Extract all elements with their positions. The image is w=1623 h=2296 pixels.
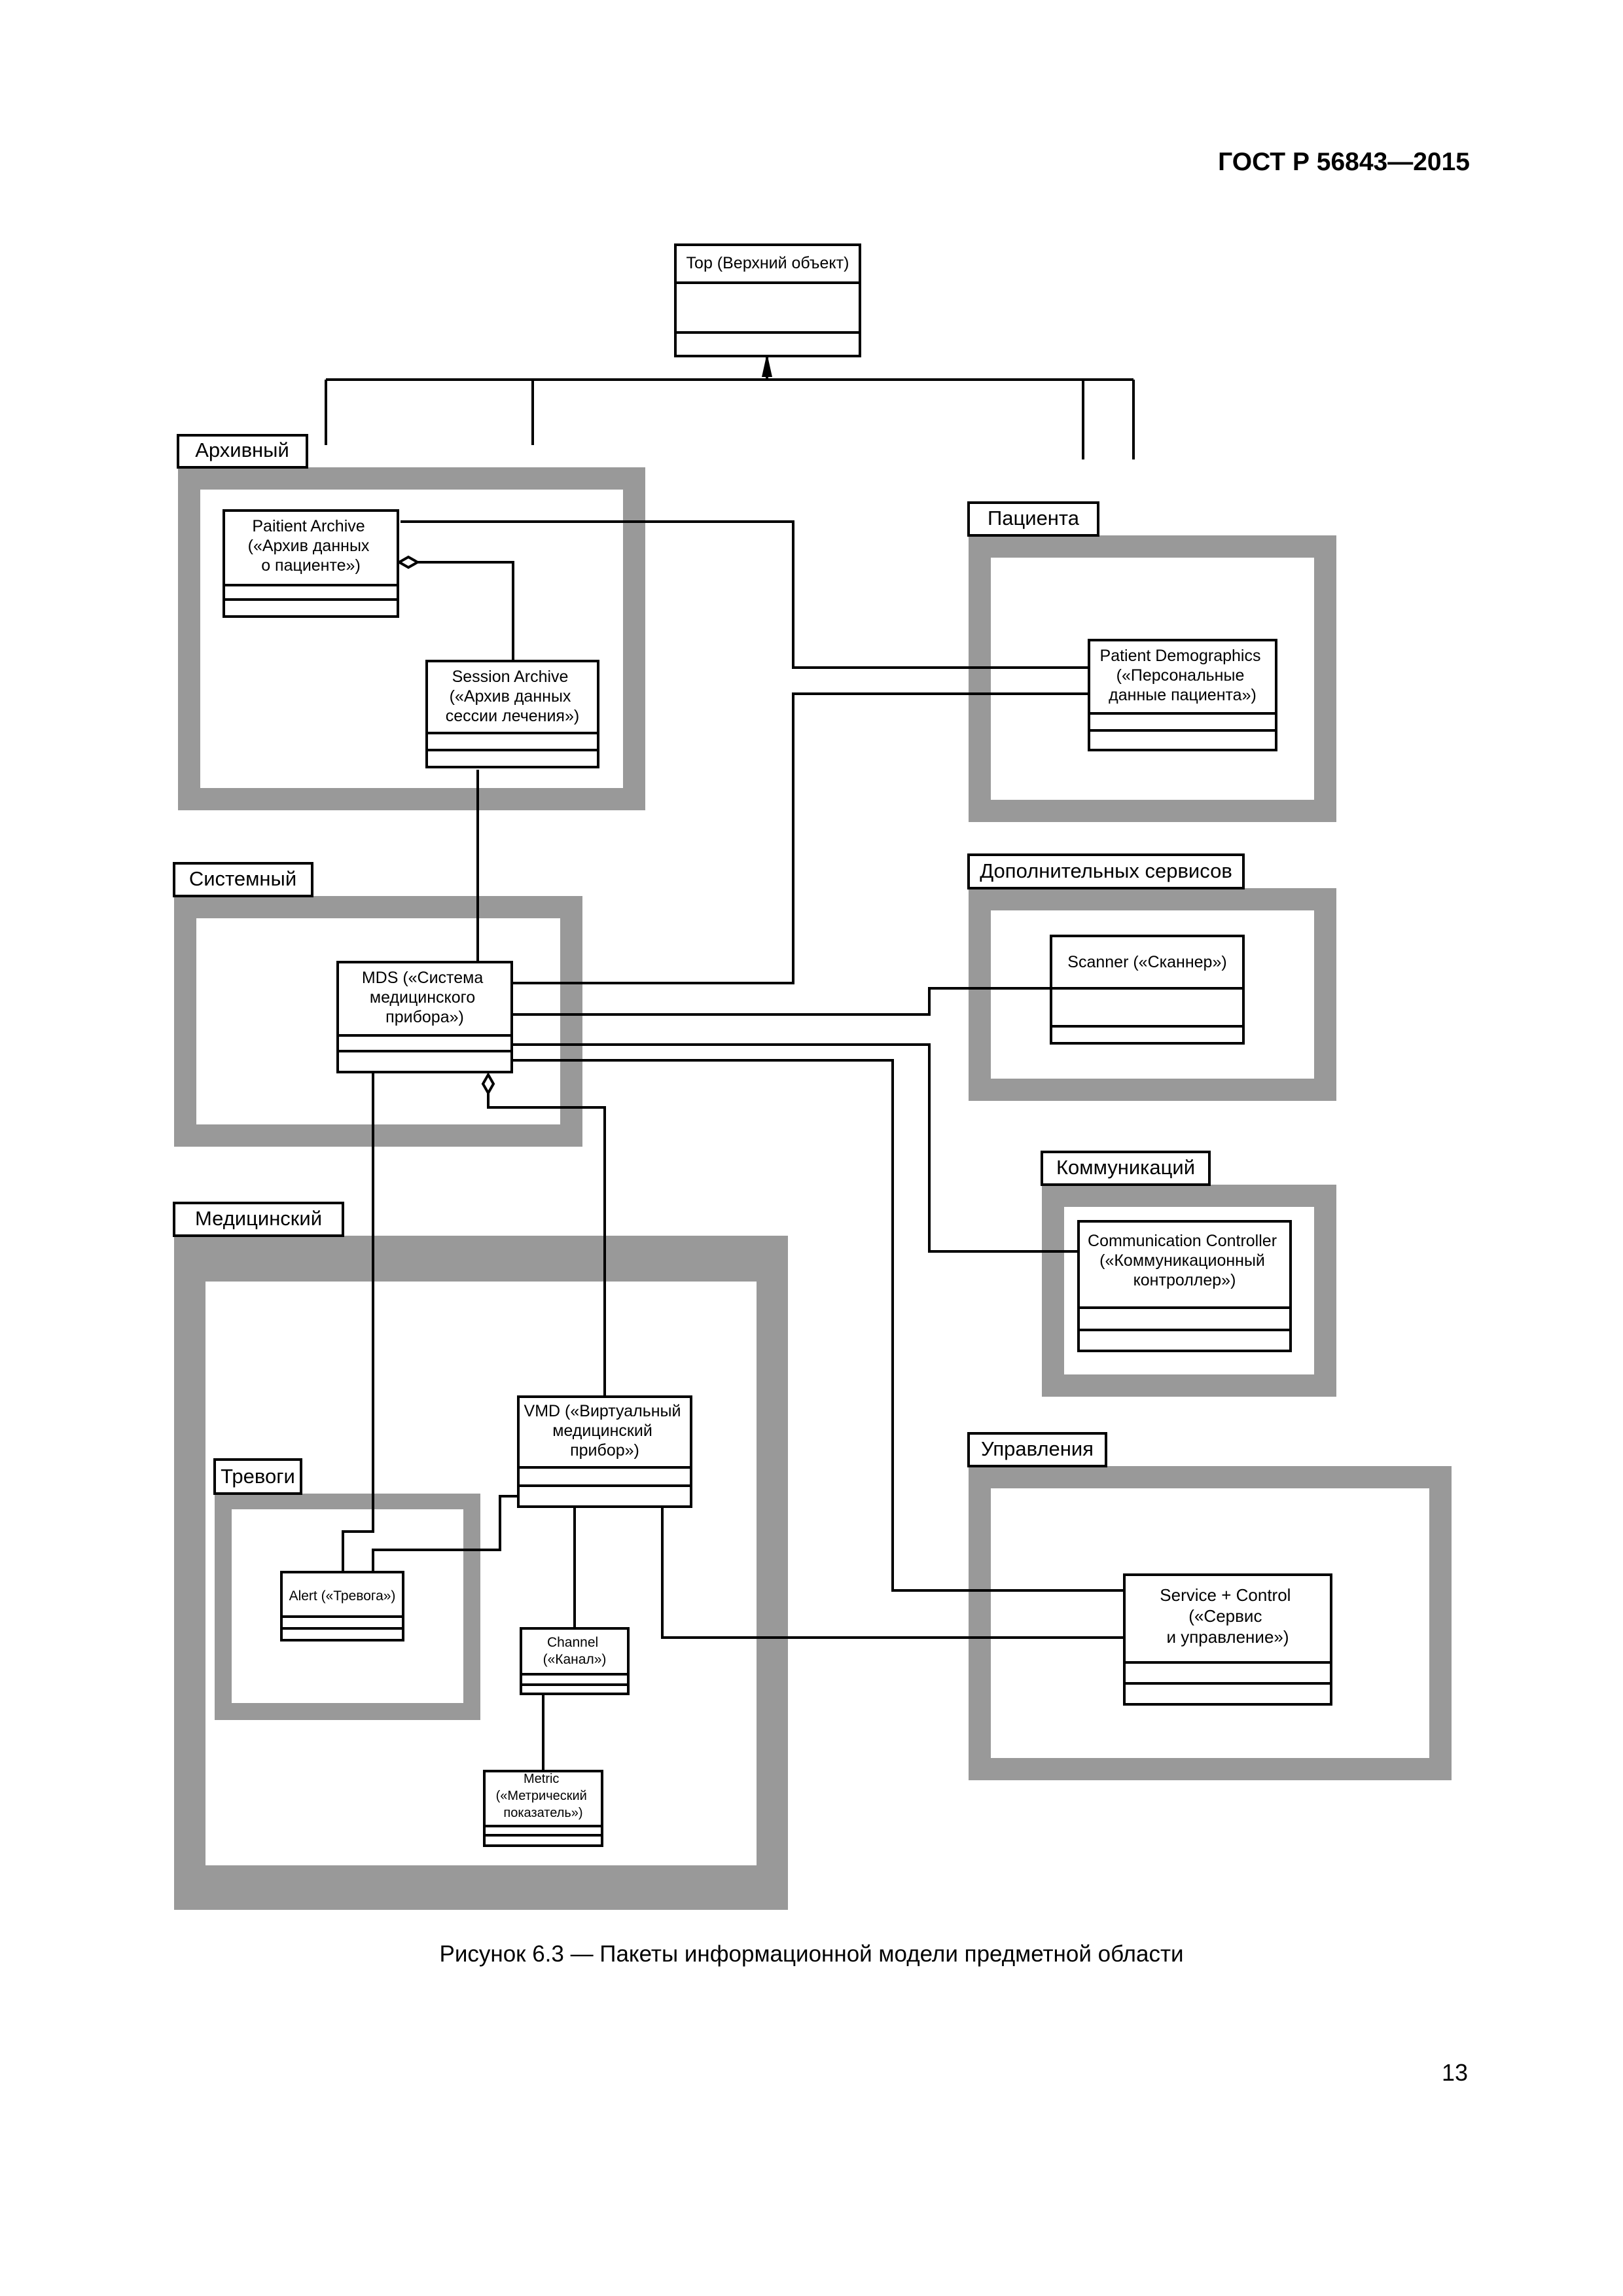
package-control: Управления — [967, 1432, 1452, 1780]
package-frame — [969, 888, 1336, 1101]
class-box — [520, 1627, 630, 1695]
inheritance-tree-line — [325, 357, 1135, 459]
class-name: Session Archive («Архив данных сессии ле… — [446, 668, 579, 725]
package-label: Тревоги — [221, 1465, 295, 1488]
class-name: Top (Верхний объект) — [687, 254, 849, 272]
association-line — [512, 692, 1089, 984]
package-medical: Медицинский — [173, 1202, 788, 1910]
aggregation-diamond — [481, 1071, 495, 1096]
class-communication-controller: Communication Controller («Коммуникацион… — [1077, 1220, 1292, 1352]
association-line — [512, 1043, 1079, 1253]
class-box — [674, 243, 861, 357]
package-label: Системный — [189, 867, 296, 890]
class-name: Scanner («Сканнер») — [1067, 953, 1226, 971]
association-line — [342, 1073, 374, 1572]
class-name: VMD («Виртуальный медицинский прибор») — [524, 1402, 686, 1460]
class-name: Patient Demographics («Персональные данн… — [1100, 647, 1266, 704]
class-mds: MDS («Система медицинского прибора») — [336, 961, 513, 1073]
package-tab — [173, 1202, 344, 1237]
class-name: Alert («Тревога») — [289, 1588, 396, 1604]
package-tab — [213, 1458, 302, 1495]
document-standard-header: ГОСТ Р 56843—2015 — [1218, 148, 1470, 176]
compartment-divider — [1051, 987, 1243, 1028]
class-patient-archive: Paitient Archive («Архив данных о пациен… — [223, 509, 399, 618]
class-session-archive: Session Archive («Архив данных сессии ле… — [425, 660, 599, 768]
package-tab — [177, 434, 308, 469]
class-alert: Alert («Тревога») — [280, 1571, 404, 1641]
class-box — [517, 1395, 692, 1508]
compartment-divider — [1079, 1306, 1291, 1331]
package-tab — [173, 862, 313, 897]
class-name: Channel («Канал») — [543, 1635, 607, 1667]
class-patient-demographics: Patient Demographics («Персональные данн… — [1088, 639, 1277, 751]
package-alerts: Тревоги — [213, 1458, 480, 1720]
class-vmd: VMD («Виртуальный медицинский прибор») — [517, 1395, 692, 1508]
class-box — [483, 1770, 603, 1847]
aggregation-line — [418, 561, 514, 661]
class-box — [280, 1571, 404, 1641]
class-channel: Channel («Канал») — [520, 1627, 630, 1695]
package-tab — [967, 853, 1245, 889]
page-number: 13 — [1441, 2059, 1468, 2086]
connector-lines — [325, 353, 1135, 1771]
class-service-control: Service + Control («Сервис и управление»… — [1123, 1573, 1332, 1706]
association-line — [401, 520, 1089, 669]
class-box — [336, 961, 513, 1073]
class-metric: Metric («Метрический показатель») — [483, 1770, 603, 1847]
class-name: Communication Controller («Коммуникацион… — [1088, 1232, 1281, 1289]
compartment-divider — [484, 1825, 602, 1837]
association-line — [372, 1495, 518, 1572]
package-label: Архивный — [195, 439, 289, 461]
package-label: Дополнительных сервисов — [980, 859, 1232, 882]
figure-caption: Рисунок 6.3 — Пакеты информационной моде… — [439, 1941, 1184, 1967]
package-frame — [174, 1236, 788, 1910]
class-scanner: Scanner («Сканнер») — [1050, 935, 1245, 1045]
class-name: MDS («Система медицинского прибора») — [362, 969, 488, 1026]
package-tab — [1041, 1151, 1211, 1186]
association-line — [661, 1507, 1124, 1639]
package-system: Системный — [173, 862, 582, 1147]
compartment-divider — [521, 1673, 628, 1686]
compartment-divider — [338, 1034, 512, 1052]
package-label: Коммуникаций — [1056, 1156, 1195, 1179]
compartment-divider — [518, 1466, 691, 1487]
compartment-divider — [281, 1615, 403, 1630]
class-name: Metric («Метрический показатель») — [496, 1772, 591, 1820]
package-frame — [1042, 1185, 1336, 1397]
compartment-divider — [1089, 712, 1276, 732]
package-tab — [967, 1432, 1107, 1467]
association-line — [512, 987, 1051, 1016]
class-name: Service + Control («Сервис и управление»… — [1160, 1585, 1295, 1647]
package-extended-services: Дополнительных сервисов — [967, 853, 1336, 1101]
inheritance-arrowhead — [762, 353, 772, 377]
compartment-divider — [427, 732, 598, 751]
association-line — [512, 1059, 1124, 1592]
package-label: Управления — [981, 1437, 1094, 1460]
compartment-divider — [1124, 1661, 1331, 1685]
aggregation-diamond — [396, 555, 421, 569]
package-archive: Архивный — [177, 434, 645, 810]
class-name: Paitient Archive («Архив данных о пациен… — [248, 517, 374, 575]
aggregation-line — [487, 1093, 606, 1397]
package-label: Пациента — [988, 507, 1080, 529]
class-top: Top (Верхний объект) — [674, 243, 861, 357]
package-patient: Пациента — [967, 501, 1336, 822]
package-communication: Коммуникаций — [1041, 1151, 1336, 1397]
compartment-divider — [675, 281, 860, 334]
compartment-divider — [224, 584, 398, 601]
package-label: Медицинский — [195, 1207, 322, 1230]
package-tab — [967, 501, 1099, 537]
